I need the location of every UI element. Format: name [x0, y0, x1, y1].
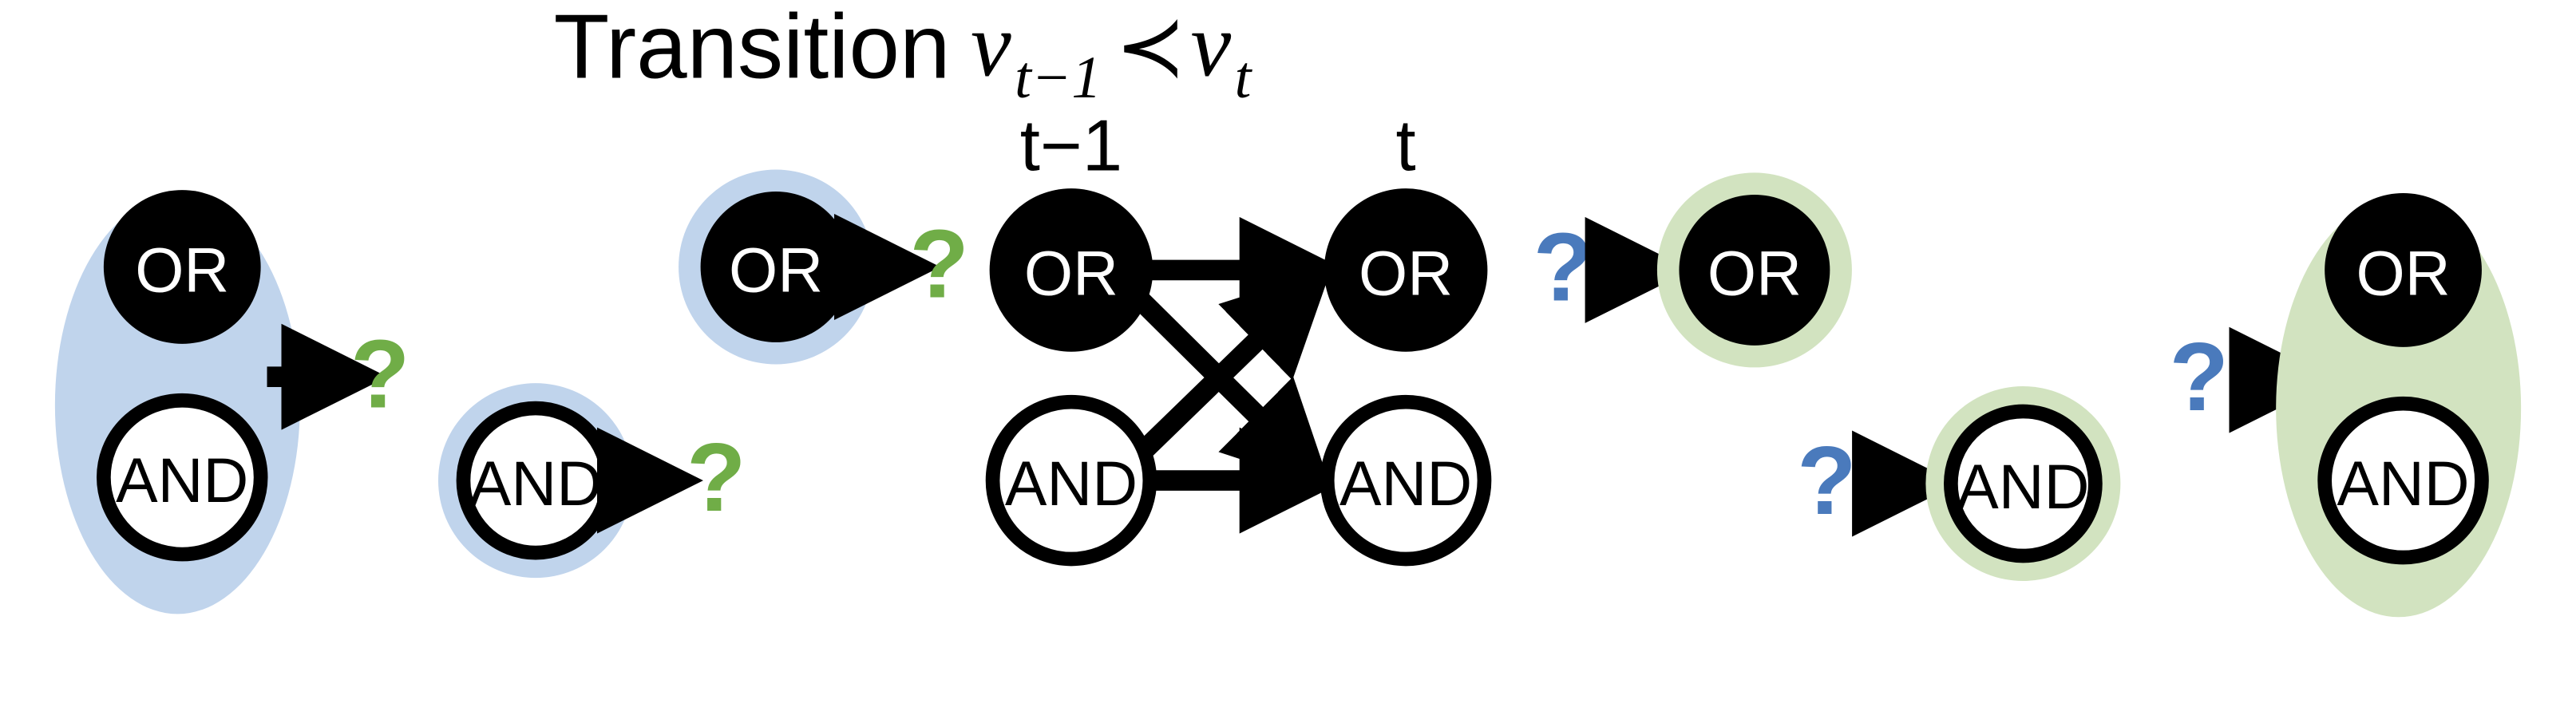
title-var-to-subscript: t [1235, 45, 1253, 111]
and-node-prev[interactable] [985, 394, 1157, 567]
and-node-label: AND [2337, 448, 2469, 519]
and-node-label: AND [1957, 452, 2089, 522]
and-node-prev-label: AND [1005, 448, 1138, 519]
question-mark-icon: ? [687, 423, 746, 531]
title-var-from: v [971, 0, 1011, 95]
or-node-prev-label: OR [1024, 238, 1118, 308]
title-operator: ≺ [1115, 0, 1186, 96]
right-and-group[interactable]: ? AND [1797, 386, 2121, 582]
question-mark-icon: ? [2169, 322, 2229, 431]
and-node[interactable] [97, 393, 268, 562]
title-var-from-subscript: t−1 [1015, 45, 1102, 111]
and-node[interactable] [1944, 404, 2103, 563]
page-title: Transition v t−1 ≺ v t [554, 0, 1253, 111]
left-joint-group[interactable]: OR AND ? [54, 190, 410, 614]
title-var-to: v [1191, 0, 1232, 95]
or-node-label: OR [729, 235, 823, 305]
or-node-curr-label: OR [1359, 238, 1453, 308]
question-mark-icon: ? [1797, 426, 1857, 535]
and-node-curr[interactable] [1320, 394, 1492, 567]
time-label-previous: t−1 [1020, 105, 1122, 186]
or-node[interactable] [700, 192, 852, 342]
question-mark-icon: ? [909, 210, 969, 318]
or-node-label: OR [2356, 238, 2451, 308]
right-joint-group[interactable]: ? OR AND [2169, 193, 2522, 618]
or-node-label: OR [135, 235, 229, 305]
right-or-group[interactable]: ? OR [1533, 172, 1852, 368]
and-node[interactable] [2317, 396, 2489, 565]
question-mark-icon: ? [350, 319, 410, 428]
or-node[interactable] [103, 190, 261, 344]
question-mark-icon: ? [1533, 212, 1593, 321]
and-node-label: AND [116, 445, 248, 516]
and-node-label: AND [469, 448, 602, 519]
left-or-group[interactable]: OR ? [679, 169, 969, 365]
title-prefix: Transition [554, 0, 951, 98]
left-and-group[interactable]: AND ? [437, 383, 746, 579]
or-node-prev[interactable] [989, 188, 1153, 352]
and-node-curr-label: AND [1339, 448, 1472, 519]
or-node-curr[interactable] [1324, 188, 1488, 352]
time-label-current: t [1395, 105, 1415, 186]
transition-graph: t−1 t OR AND OR AND [985, 105, 1492, 567]
or-node-label: OR [1707, 238, 1802, 308]
or-node[interactable] [2325, 193, 2482, 347]
or-node[interactable] [1679, 194, 1830, 346]
edge-and-to-or [1131, 268, 1332, 463]
